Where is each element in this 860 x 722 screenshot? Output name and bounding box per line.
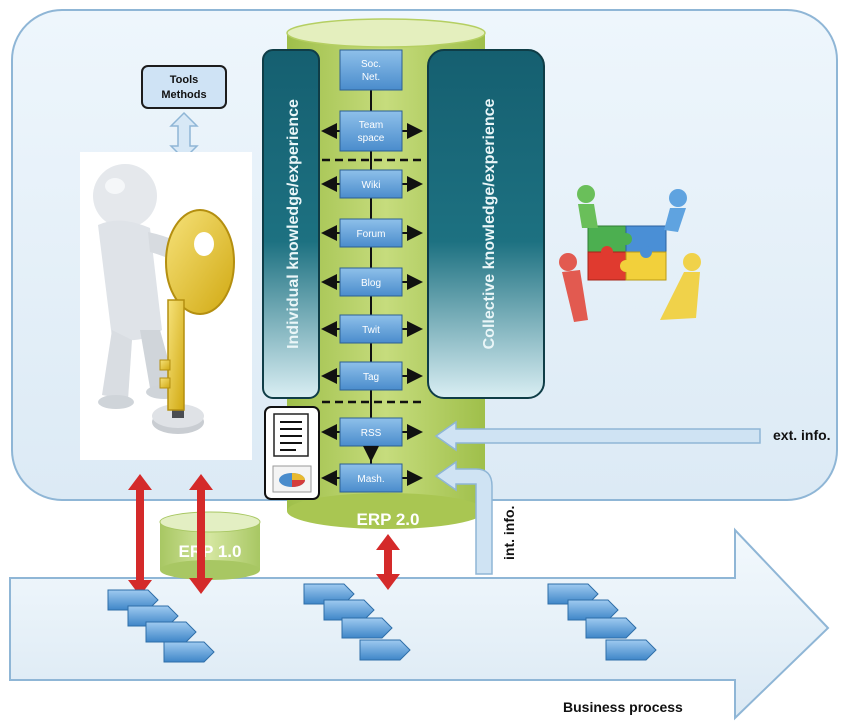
ext-info-label: ext. info. [773, 427, 831, 443]
person-with-key-illustration [80, 152, 252, 460]
tool-label: Twit [362, 325, 380, 336]
tool-team-space: Team space [339, 110, 403, 152]
tool-label: Tag [363, 372, 379, 383]
process-steps-cluster-1 [107, 589, 215, 663]
tool-label: Wiki [362, 180, 381, 191]
tool-label: space [358, 133, 385, 144]
red-arrow-middle [189, 474, 213, 594]
tool-label: Team [359, 120, 383, 131]
red-arrow-left [128, 474, 152, 596]
methods-label: Methods [161, 89, 206, 101]
collective-knowledge-label: Collective knowledge/experience [481, 99, 498, 350]
pie-chart-icon [272, 465, 312, 493]
erp2-label: ERP 2.0 [356, 510, 419, 529]
document-icon [273, 413, 309, 457]
puzzle-team-illustration [559, 185, 701, 322]
erp1-label: ERP 1.0 [178, 542, 241, 561]
tool-label: Forum [357, 229, 386, 240]
erp1-cylinder: ERP 1.0 [159, 511, 261, 580]
process-steps-cluster-3 [547, 583, 657, 661]
tools-label: Tools [170, 74, 199, 86]
tool-soc-net: Soc. Net. [339, 49, 403, 91]
process-steps-cluster-2 [303, 583, 411, 661]
tool-label: Mash. [357, 474, 384, 485]
tool-forum: Forum [339, 218, 403, 248]
red-arrow-erp2 [376, 534, 400, 590]
business-process-label: Business process [563, 699, 683, 715]
tool-twit: Twit [339, 314, 403, 344]
tool-blog: Blog [339, 267, 403, 297]
tool-tag: Tag [339, 361, 403, 391]
tool-label: Blog [361, 278, 381, 289]
tool-mash: Mash. [339, 463, 403, 493]
tool-label: Net. [362, 72, 380, 83]
tool-label: RSS [361, 428, 382, 439]
tool-label: Soc. [361, 59, 381, 70]
individual-knowledge-label: Individual knowledge/experience [285, 99, 302, 349]
key-icon [159, 209, 235, 411]
documents-box [264, 406, 320, 500]
tool-rss: RSS [339, 417, 403, 447]
individual-knowledge-panel [262, 49, 320, 399]
business-process-arrow [9, 527, 830, 721]
int-info-arrow [434, 460, 493, 575]
int-info-label: int. info. [501, 506, 517, 560]
tool-wiki: Wiki [339, 169, 403, 199]
collective-knowledge-panel [427, 49, 545, 399]
tools-methods-box: Tools Methods [141, 65, 227, 109]
ext-info-arrow [434, 420, 761, 452]
